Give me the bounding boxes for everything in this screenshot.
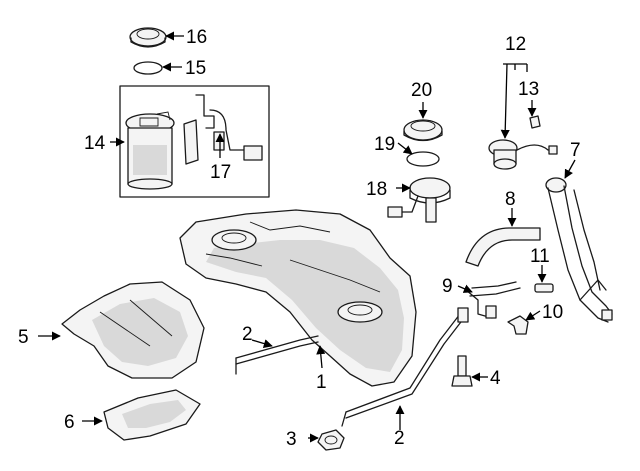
callout-15-label: 15: [185, 58, 206, 79]
nut-part: [317, 429, 345, 451]
callout-8-label: 8: [505, 189, 516, 210]
short-hose-part: [534, 283, 554, 293]
vent-hose-part: [465, 281, 521, 319]
filler-neck-part: [545, 177, 613, 323]
callout-19-label: 19: [374, 134, 395, 155]
hose-part: [465, 227, 541, 267]
heat-shield-part: [61, 281, 205, 379]
lock-ring-2-part: [403, 119, 443, 142]
o-ring-part: [133, 61, 163, 75]
fuel-tank-part: [179, 209, 417, 387]
sub-sender-part: [387, 177, 451, 223]
callout-1-label: 1: [316, 372, 327, 393]
fuel-pump-box: [119, 85, 270, 198]
o-ring-2-part: [406, 151, 440, 167]
callout-13-label: 13: [518, 79, 539, 100]
callout-5-label: 5: [18, 327, 29, 348]
callout-6-label: 6: [64, 412, 75, 433]
callout-16-label: 16: [186, 27, 207, 48]
callout-4-label: 4: [490, 368, 501, 389]
callout-11-label: 11: [530, 246, 550, 267]
callout-10-label: 10: [542, 302, 563, 323]
callout-2a-label: 2: [242, 324, 253, 345]
tank-strap-left-part: [235, 335, 319, 375]
tank-strap-right-part: [341, 307, 469, 427]
callout-12-label: 12: [505, 34, 526, 55]
callout-17-label: 17: [210, 162, 231, 183]
callout-lines: [38, 31, 576, 443]
lock-ring-part: [129, 27, 167, 48]
callout-20-label: 20: [411, 80, 432, 101]
callout-2b-label: 2: [394, 428, 405, 449]
callout-14-label: 14: [84, 133, 106, 154]
callout-9-label: 9: [442, 276, 453, 297]
shield-plate-part: [103, 389, 201, 441]
callout-labels: 1 2 2 3 4 5 6 7 8 9 10 11 12 13 14 15 16…: [18, 27, 581, 450]
callout-7-label: 7: [570, 140, 581, 161]
bolt-part: [451, 355, 473, 387]
callout-18-label: 18: [366, 179, 387, 200]
filler-valve-part: [488, 115, 558, 170]
elbow-hose-part: [507, 315, 529, 335]
callout-3-label: 3: [286, 429, 297, 450]
